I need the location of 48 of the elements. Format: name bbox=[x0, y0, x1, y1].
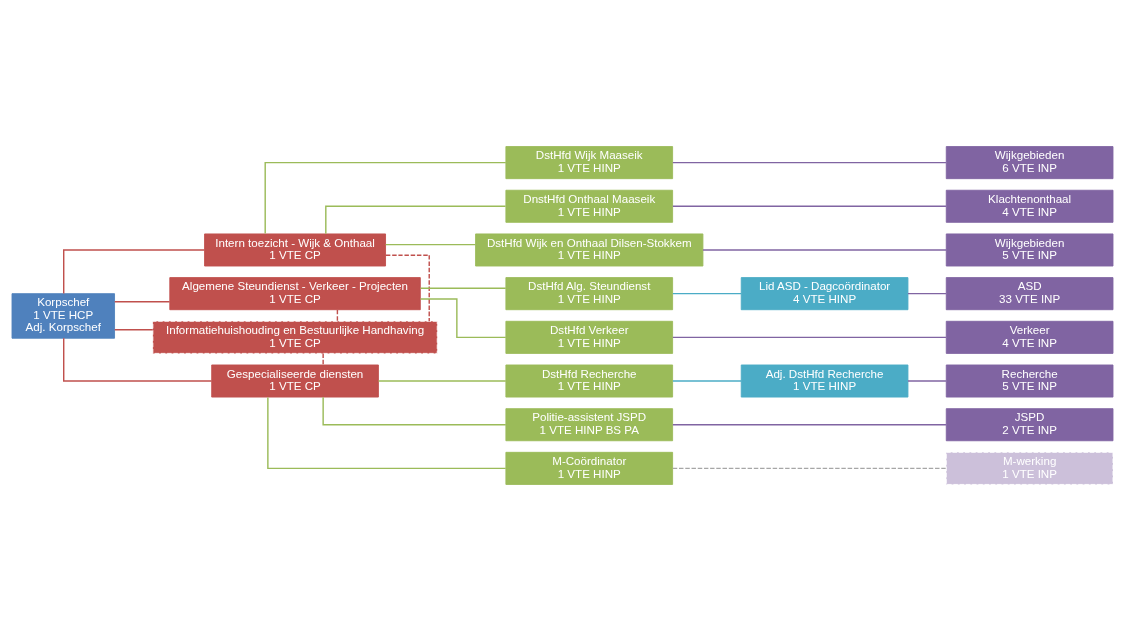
connector bbox=[672, 380, 742, 382]
connector bbox=[672, 467, 947, 470]
connector bbox=[384, 254, 430, 322]
node-box: Algemene Steundienst - Verkeer - Projecten 1 VTE CP bbox=[169, 277, 421, 311]
connector bbox=[385, 243, 477, 246]
node-box: Wijkgebieden 6 VTE INP bbox=[945, 146, 1114, 180]
node-box: DstHfd Wijk en Onthaal Dilsen-Stokkem 1 VTE HINP bbox=[475, 233, 704, 267]
connector bbox=[325, 205, 507, 235]
node-box: ASD 33 VTE INP bbox=[945, 277, 1114, 311]
node-box: DnstHfd Onthaal Maaseik 1 VTE HINP bbox=[505, 189, 674, 223]
node-box: Gespecialiseerde diensten 1 VTE CP bbox=[211, 364, 379, 398]
connector bbox=[419, 287, 507, 290]
node-box: JSPD 2 VTE INP bbox=[945, 408, 1114, 442]
node-box: Lid ASD - Dagcoördinator 4 VTE HINP bbox=[740, 277, 909, 311]
connector bbox=[63, 249, 205, 295]
node-box: Wijkgebieden 5 VTE INP bbox=[945, 233, 1114, 267]
node-box: Korpschef 1 VTE HCP Adj. Korpschef bbox=[11, 293, 115, 339]
node-box: DstHfd Wijk Maaseik 1 VTE HINP bbox=[505, 146, 674, 180]
node-box: Adj. DstHfd Recherche 1 VTE HINP bbox=[740, 364, 909, 398]
connector bbox=[672, 161, 947, 164]
node-box: M-werking 1 VTE INP bbox=[945, 451, 1114, 485]
connector bbox=[672, 292, 742, 295]
node-box: Politie-assistent JSPD 1 VTE HINP BS PA bbox=[505, 408, 674, 442]
connector bbox=[336, 309, 339, 322]
connector bbox=[114, 300, 171, 303]
node-box: DstHfd Verkeer 1 VTE HINP bbox=[505, 320, 674, 354]
connector bbox=[672, 336, 947, 339]
node-box: Recherche 5 VTE INP bbox=[945, 364, 1114, 398]
node-box: Verkeer 4 VTE INP bbox=[945, 320, 1114, 354]
node-box: DstHfd Recherche 1 VTE HINP bbox=[505, 364, 674, 398]
node-box: Intern toezicht - Wijk & Onthaal 1 VTE CP bbox=[204, 233, 386, 267]
connector bbox=[114, 329, 154, 331]
node-box: Klachtenonthaal 4 VTE INP bbox=[945, 189, 1114, 223]
connector bbox=[63, 337, 213, 382]
connector bbox=[267, 396, 507, 470]
connector bbox=[672, 205, 947, 207]
connector bbox=[672, 424, 947, 426]
connector bbox=[264, 161, 507, 235]
connector bbox=[907, 292, 947, 295]
connector bbox=[377, 380, 507, 382]
node-box: Informatiehuishouding en Bestuurlijke Handhaving 1 VTE CP bbox=[152, 320, 438, 354]
node-box: DstHfd Alg. Steundienst 1 VTE HINP bbox=[505, 277, 674, 311]
connector bbox=[419, 298, 507, 339]
connector bbox=[907, 380, 947, 382]
connector bbox=[702, 249, 947, 251]
connector bbox=[322, 352, 324, 366]
connector bbox=[322, 396, 507, 426]
node-box: M-Coördinator 1 VTE HINP bbox=[505, 451, 674, 485]
